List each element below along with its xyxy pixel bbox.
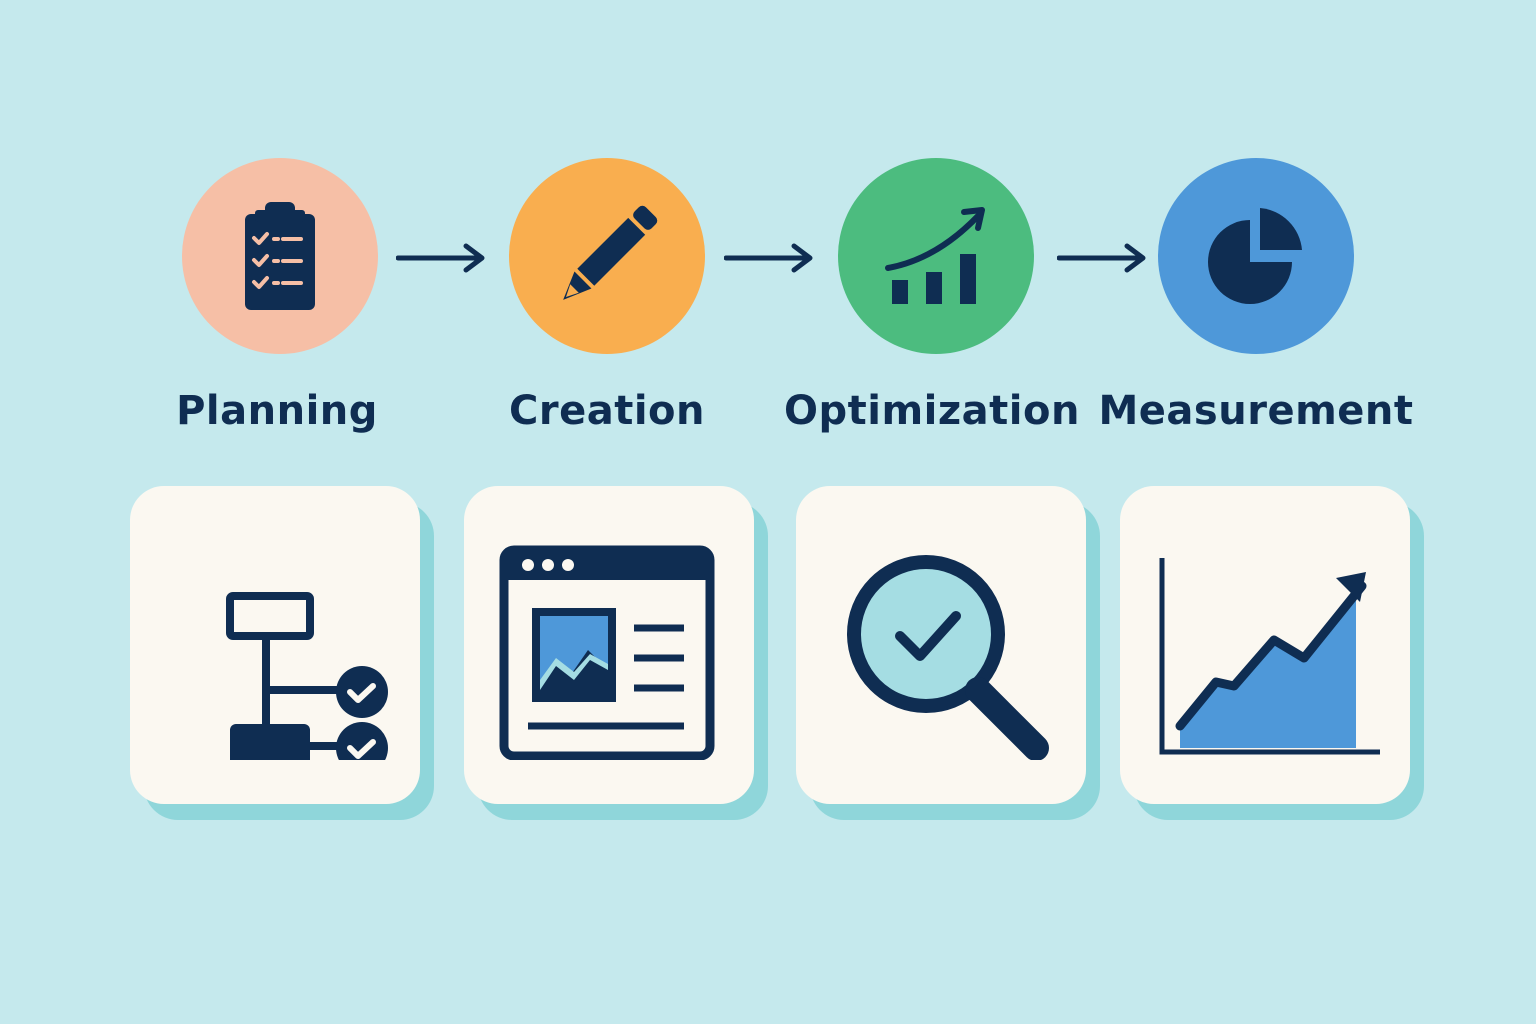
step-label-measurement: Measurement bbox=[1098, 388, 1414, 434]
browser-window-content-icon bbox=[499, 545, 715, 760]
arrow-right-icon bbox=[396, 243, 485, 273]
step-label-planning: Planning bbox=[176, 388, 378, 434]
flowchart-checklist-icon bbox=[226, 592, 388, 760]
magnifier-check-icon bbox=[847, 555, 1049, 760]
planning-card bbox=[130, 486, 420, 804]
step-label-creation: Creation bbox=[509, 388, 705, 434]
pencil-icon bbox=[563, 205, 658, 300]
creation-circle bbox=[509, 158, 705, 354]
optimization-circle bbox=[838, 158, 1034, 354]
step-label-optimization: Optimization bbox=[784, 388, 1080, 434]
measurement-circle bbox=[1158, 158, 1354, 354]
measurement-card bbox=[1120, 486, 1410, 804]
clipboard-checklist-icon bbox=[245, 202, 315, 310]
growth-bar-chart-icon bbox=[885, 207, 985, 304]
planning-circle bbox=[182, 158, 378, 354]
area-chart-trend-icon bbox=[1159, 558, 1380, 755]
creation-card bbox=[464, 486, 754, 804]
arrow-right-icon bbox=[724, 243, 813, 273]
arrow-right-icon bbox=[1057, 243, 1146, 273]
pie-chart-icon bbox=[1208, 208, 1302, 304]
optimization-card bbox=[796, 486, 1086, 804]
